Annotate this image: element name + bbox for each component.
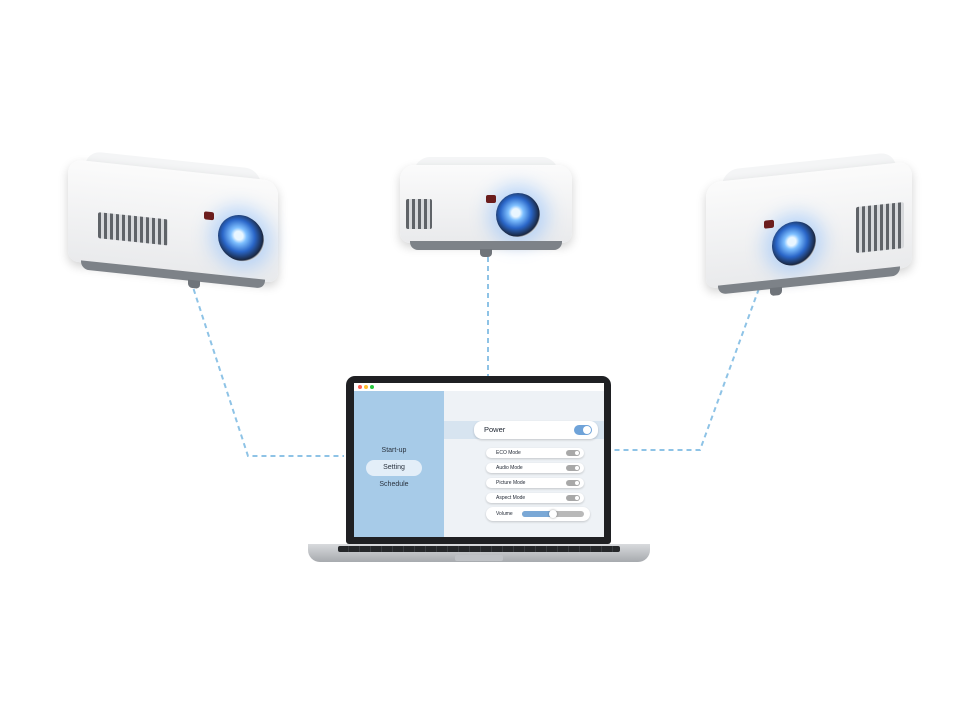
eco-mode-label: ECO Mode (496, 450, 521, 456)
line-left (187, 271, 344, 457)
power-label: Power (484, 425, 506, 434)
projector-center-icon (400, 157, 572, 257)
power-toggle[interactable] (574, 425, 592, 435)
volume-slider-fill (522, 511, 553, 517)
keyboard (338, 546, 620, 552)
audio-mode-card: Audio Mode (486, 463, 584, 473)
sidebar: Start-up Setting Schedule (354, 391, 444, 537)
audio-mode-label: Audio Mode (496, 465, 523, 471)
settings-panel: Power ECO Mode Audio Mode Picture Mode A… (444, 391, 604, 537)
line-right (612, 271, 766, 451)
picture-mode-label: Picture Mode (496, 480, 526, 486)
eco-mode-card: ECO Mode (486, 448, 584, 458)
aspect-mode-card: Aspect Mode (486, 493, 584, 503)
volume-slider[interactable] (522, 510, 584, 518)
audio-mode-toggle[interactable] (566, 465, 580, 471)
sidebar-item-schedule[interactable]: Schedule (379, 481, 409, 488)
aspect-mode-toggle[interactable] (566, 495, 580, 501)
aspect-mode-label: Aspect Mode (496, 495, 526, 501)
app-window: Start-up Setting Schedule Power ECO Mode… (354, 383, 604, 537)
eco-mode-toggle[interactable] (566, 450, 580, 456)
sidebar-item-startup[interactable]: Start-up (381, 447, 407, 454)
sidebar-item-setting[interactable]: Setting (366, 460, 422, 476)
volume-label: Volume (496, 511, 513, 517)
close-dot-icon[interactable] (358, 385, 362, 389)
picture-mode-card: Picture Mode (486, 478, 584, 488)
maximize-dot-icon[interactable] (370, 385, 374, 389)
window-titlebar (354, 383, 604, 391)
trackpad (455, 555, 503, 561)
volume-slider-handle[interactable] (549, 510, 557, 518)
picture-mode-toggle[interactable] (566, 480, 580, 486)
projector-right-icon (706, 152, 912, 297)
projector-left-icon (68, 150, 278, 289)
minimize-dot-icon[interactable] (364, 385, 368, 389)
volume-card: Volume (486, 507, 590, 521)
power-card: Power (474, 421, 598, 439)
